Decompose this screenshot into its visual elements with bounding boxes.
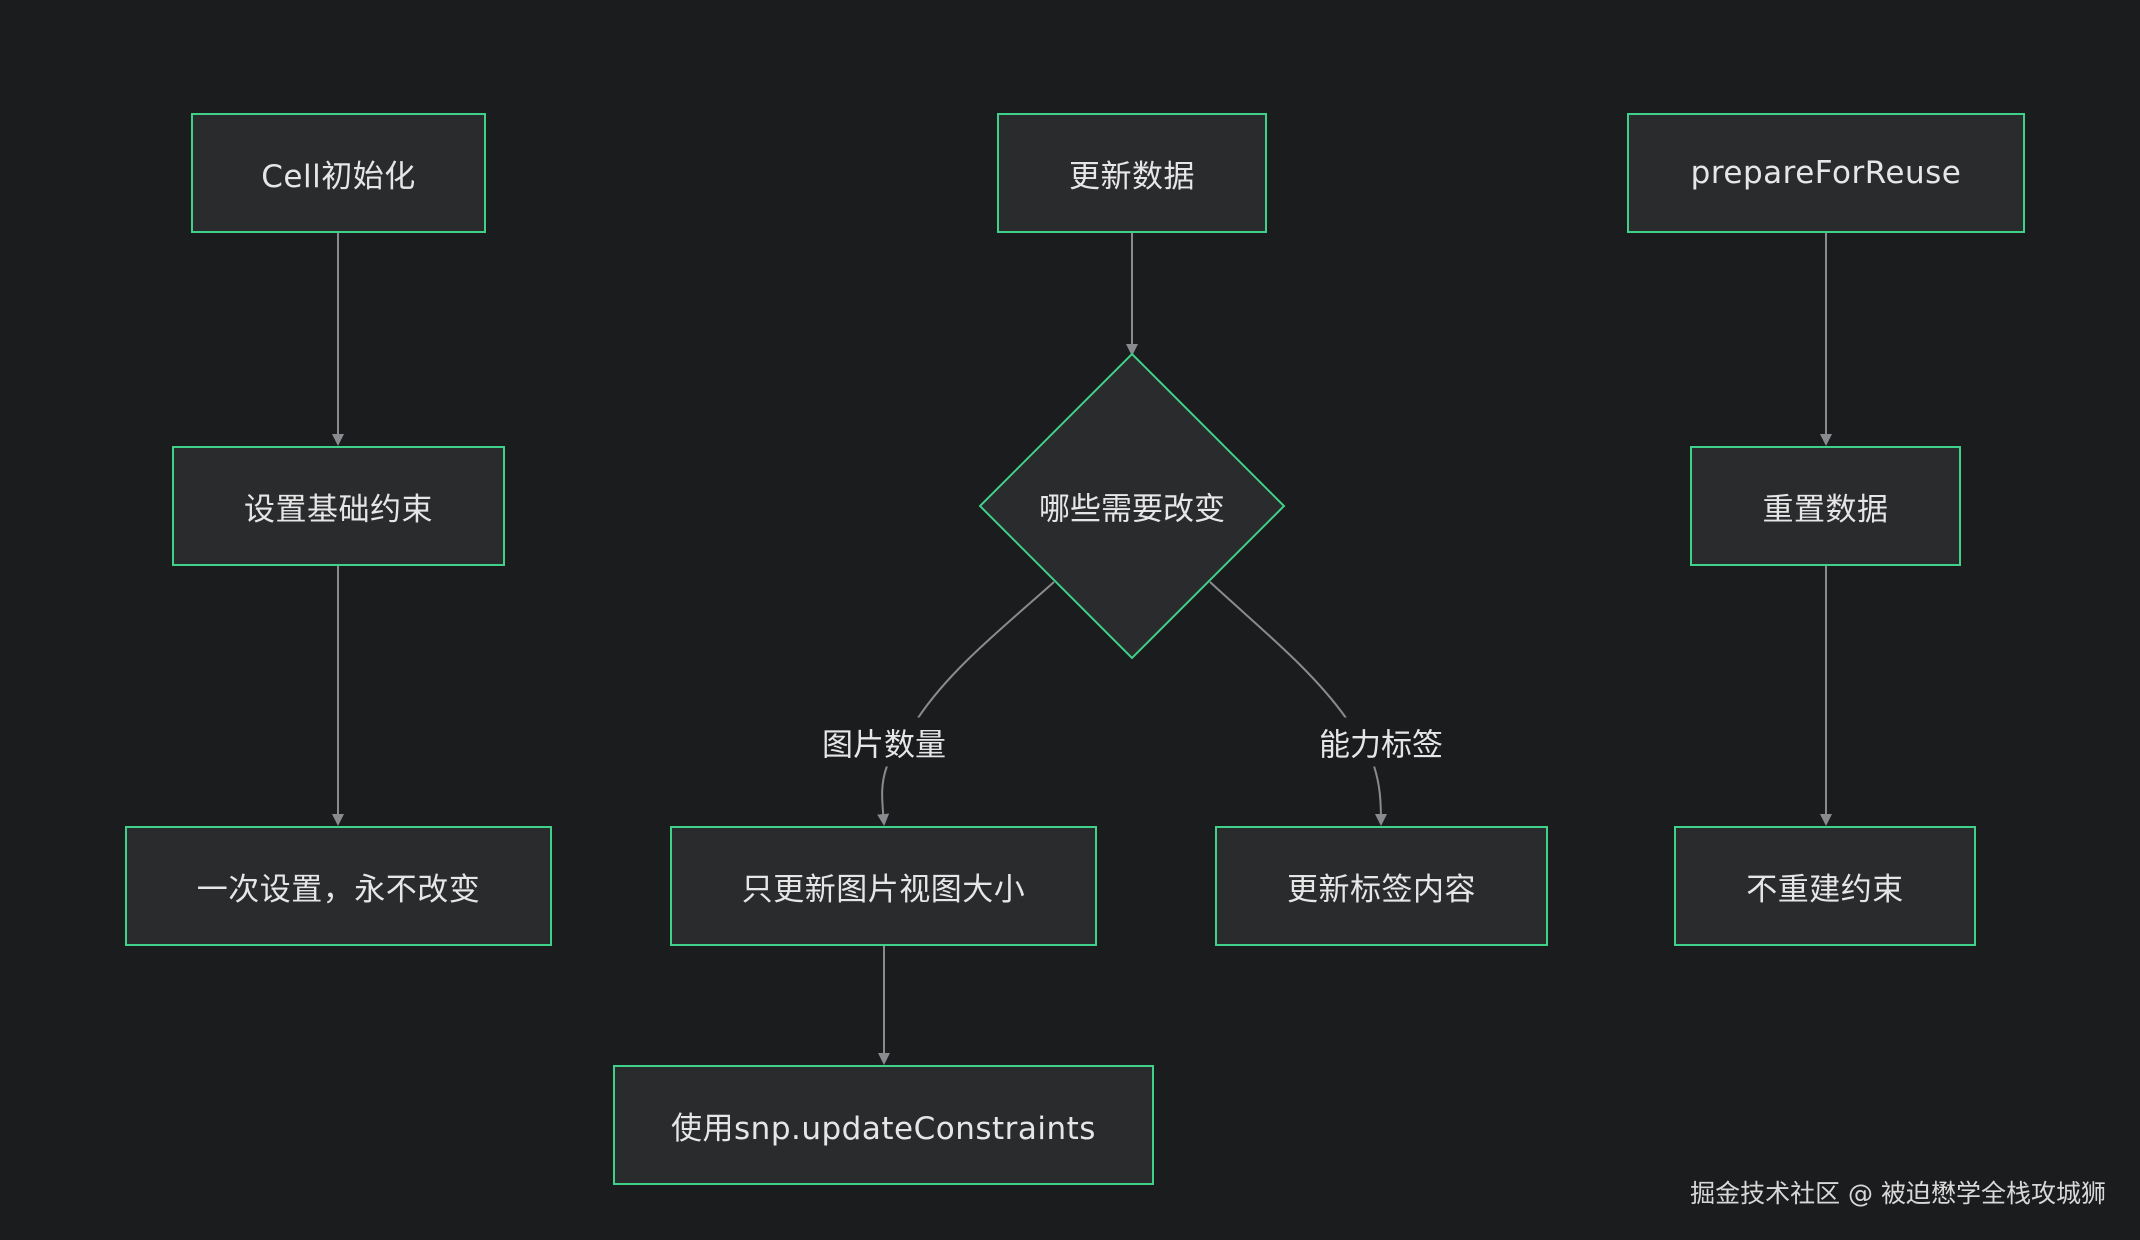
decision-diamond: [978, 352, 1286, 660]
node-update-image-view-size: 只更新图片视图大小: [670, 826, 1097, 946]
edge-image-count-to-update-image: [877, 765, 890, 826]
node-cell-init: Cell初始化: [191, 113, 486, 233]
decision-what-changes-label: 哪些需要改变: [1039, 491, 1225, 528]
watermark: 掘金技术社区 @ 被迫懋学全栈攻城狮: [1690, 1179, 2106, 1208]
node-update-data: 更新数据: [997, 113, 1267, 233]
node-reset-data: 重置数据: [1690, 446, 1961, 566]
edge-label-image-count: 图片数量: [816, 717, 952, 767]
node-set-once: 一次设置，永不改变: [125, 826, 552, 946]
node-set-base-constraints: 设置基础约束: [172, 446, 505, 566]
edge-decision-to-ability-tags: [1209, 581, 1347, 719]
edge-ability-tags-to-update-tag: [1373, 765, 1387, 826]
edge-label-ability-tags: 能力标签: [1313, 717, 1449, 767]
node-update-tag-content: 更新标签内容: [1215, 826, 1548, 946]
node-use-update-constraints: 使用snp.updateConstraints: [613, 1065, 1154, 1185]
node-no-rebuild-constraints: 不重建约束: [1674, 826, 1976, 946]
edge-decision-to-image-count: [917, 581, 1055, 719]
node-prepare-for-reuse: prepareForReuse: [1627, 113, 2025, 233]
